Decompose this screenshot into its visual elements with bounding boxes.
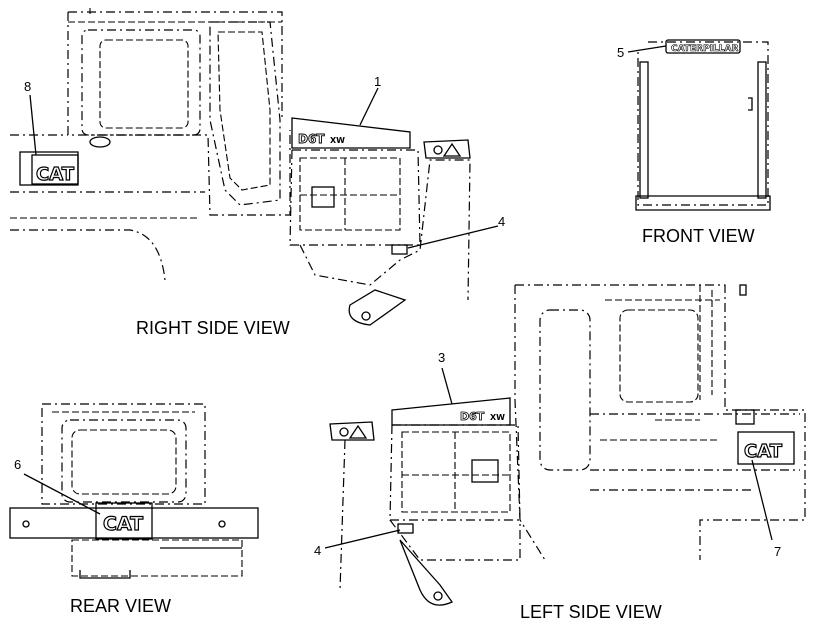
right-model-suffix-text: XW [330,136,345,145]
left-model-decal-text: D6T [460,410,485,423]
front-view-label: FRONT VIEW [642,226,755,246]
left-model-suffix-text: XW [490,413,505,422]
callout-4-right: 4 [498,214,506,229]
right-model-decal-text: D6T [298,132,325,146]
rear-view-label: REAR VIEW [70,596,172,616]
callout-4-left: 4 [314,543,322,558]
callout-5: 5 [617,45,625,60]
callout-7: 7 [774,544,782,559]
caterpillar-wordmark-text: CATERPILLAR [671,44,738,54]
callout-3: 3 [438,350,446,365]
left-side-view-drawing: CAT D6T XW [324,284,806,606]
callout-8: 8 [24,79,32,94]
front-view-drawing: CATERPILLAR [627,39,771,211]
callout-1: 1 [374,74,382,89]
right-side-view-label: RIGHT SIDE VIEW [136,318,290,338]
left-side-view-label: LEFT SIDE VIEW [520,602,662,622]
rear-cat-decal-text: CAT [36,164,75,185]
left-cat-decal-text: CAT [744,441,783,462]
rear-view-drawing: CAT [9,403,259,579]
right-side-view-drawing: CAT D6T XW [10,8,499,326]
rear-view-cat-decal-text: CAT [103,513,143,535]
callout-6: 6 [14,457,22,472]
